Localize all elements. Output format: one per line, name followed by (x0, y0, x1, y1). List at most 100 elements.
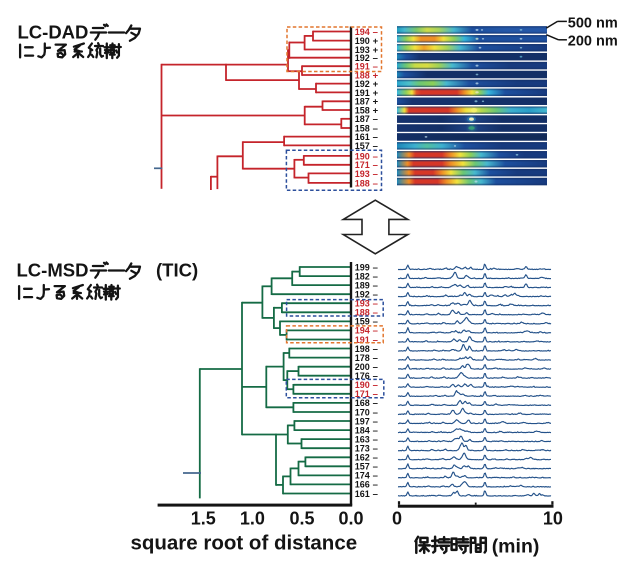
svg-text:191: 191 (355, 88, 370, 98)
svg-text:159: 159 (355, 317, 370, 327)
svg-text:187: 187 (355, 97, 370, 107)
svg-text:0.0: 0.0 (338, 509, 363, 529)
svg-text:–: – (373, 389, 378, 400)
svg-text:200: 200 (355, 362, 370, 372)
svg-text:193: 193 (355, 299, 370, 309)
svg-text:–: – (373, 480, 378, 491)
svg-text:173: 173 (355, 444, 370, 454)
svg-text:(TIC): (TIC) (156, 260, 198, 281)
svg-text:190: 190 (355, 380, 370, 390)
svg-text:–: – (373, 141, 378, 152)
svg-text:–: – (373, 178, 378, 189)
svg-text:–: – (373, 335, 378, 346)
svg-text:198: 198 (355, 344, 370, 354)
svg-text:162: 162 (355, 453, 370, 463)
svg-text:–: – (373, 299, 378, 310)
svg-text:–: – (373, 398, 378, 409)
svg-text:192: 192 (355, 79, 370, 89)
svg-text:–: – (373, 444, 378, 455)
svg-text:184: 184 (355, 425, 370, 435)
svg-text:161: 161 (355, 489, 370, 499)
svg-text:170: 170 (355, 407, 370, 417)
svg-text:–: – (373, 380, 378, 391)
svg-text:194: 194 (355, 27, 370, 37)
svg-text:+: + (373, 97, 379, 108)
svg-text:–: – (373, 425, 378, 436)
svg-text:–: – (373, 132, 378, 143)
svg-text:+: + (373, 45, 379, 56)
svg-text:+: + (373, 36, 379, 47)
svg-text:193: 193 (355, 45, 370, 55)
svg-text:–: – (373, 290, 378, 301)
svg-text:174: 174 (355, 471, 370, 481)
svg-text:171: 171 (355, 389, 370, 399)
svg-text:–: – (373, 160, 378, 171)
svg-text:–: – (373, 280, 378, 291)
svg-text:–: – (373, 53, 378, 64)
svg-text:–: – (373, 62, 378, 73)
svg-text:157: 157 (355, 462, 370, 472)
svg-text:–: – (373, 471, 378, 482)
svg-text:+: + (373, 70, 379, 81)
svg-text:–: – (373, 169, 378, 180)
svg-text:500 nm: 500 nm (568, 15, 618, 31)
svg-text:–: – (373, 353, 378, 364)
svg-text:188: 188 (355, 70, 370, 80)
svg-text:190: 190 (355, 151, 370, 161)
svg-text:168: 168 (355, 398, 370, 408)
svg-text:0: 0 (392, 509, 402, 529)
svg-text:191: 191 (355, 335, 370, 345)
svg-text:161: 161 (355, 132, 370, 142)
svg-text:–: – (373, 151, 378, 162)
svg-text:–: – (373, 434, 378, 445)
svg-text:191: 191 (355, 62, 370, 72)
svg-text:197: 197 (355, 416, 370, 426)
svg-text:1.5: 1.5 (191, 509, 216, 529)
svg-text:182: 182 (355, 271, 370, 281)
svg-text:158: 158 (355, 123, 370, 133)
svg-text:192: 192 (355, 53, 370, 63)
svg-text:157: 157 (355, 141, 370, 151)
svg-text:166: 166 (355, 480, 370, 490)
svg-text:square root of distance: square root of distance (130, 532, 357, 555)
svg-text:158: 158 (355, 105, 370, 115)
svg-text:190: 190 (355, 36, 370, 46)
svg-text:163: 163 (355, 434, 370, 444)
svg-text:1.0: 1.0 (240, 509, 265, 529)
svg-text:188: 188 (355, 178, 370, 188)
svg-text:–: – (373, 462, 378, 473)
svg-text:–: – (373, 262, 378, 273)
svg-text:–: – (373, 362, 378, 373)
svg-text:+: + (373, 105, 379, 116)
svg-text:–: – (373, 453, 378, 464)
svg-text:–: – (373, 416, 378, 427)
svg-text:+: + (373, 88, 379, 99)
svg-text:–: – (373, 489, 378, 500)
svg-text:–: – (373, 344, 378, 355)
svg-text:194: 194 (355, 326, 370, 336)
svg-text:LC-MSD: LC-MSD (17, 260, 89, 281)
svg-text:–: – (373, 114, 378, 125)
svg-text:189: 189 (355, 280, 370, 290)
svg-text:192: 192 (355, 290, 370, 300)
svg-text:LC-DAD: LC-DAD (18, 22, 89, 43)
svg-text:–: – (373, 27, 378, 38)
svg-text:–: – (373, 326, 378, 337)
svg-text:188: 188 (355, 308, 370, 318)
svg-text:–: – (373, 407, 378, 418)
svg-text:200 nm: 200 nm (568, 34, 618, 50)
svg-text:–: – (373, 371, 378, 382)
svg-text:+: + (373, 79, 379, 90)
svg-text:199: 199 (355, 262, 370, 272)
svg-text:178: 178 (355, 353, 370, 363)
svg-text:0.5: 0.5 (289, 509, 314, 529)
svg-text:187: 187 (355, 114, 370, 124)
svg-text:10: 10 (543, 509, 563, 529)
svg-text:176: 176 (355, 371, 370, 381)
svg-text:171: 171 (355, 160, 370, 170)
svg-text:(min): (min) (492, 536, 540, 558)
svg-text:–: – (373, 308, 378, 319)
svg-text:–: – (373, 317, 378, 328)
svg-text:193: 193 (355, 169, 370, 179)
svg-text:–: – (373, 123, 378, 134)
